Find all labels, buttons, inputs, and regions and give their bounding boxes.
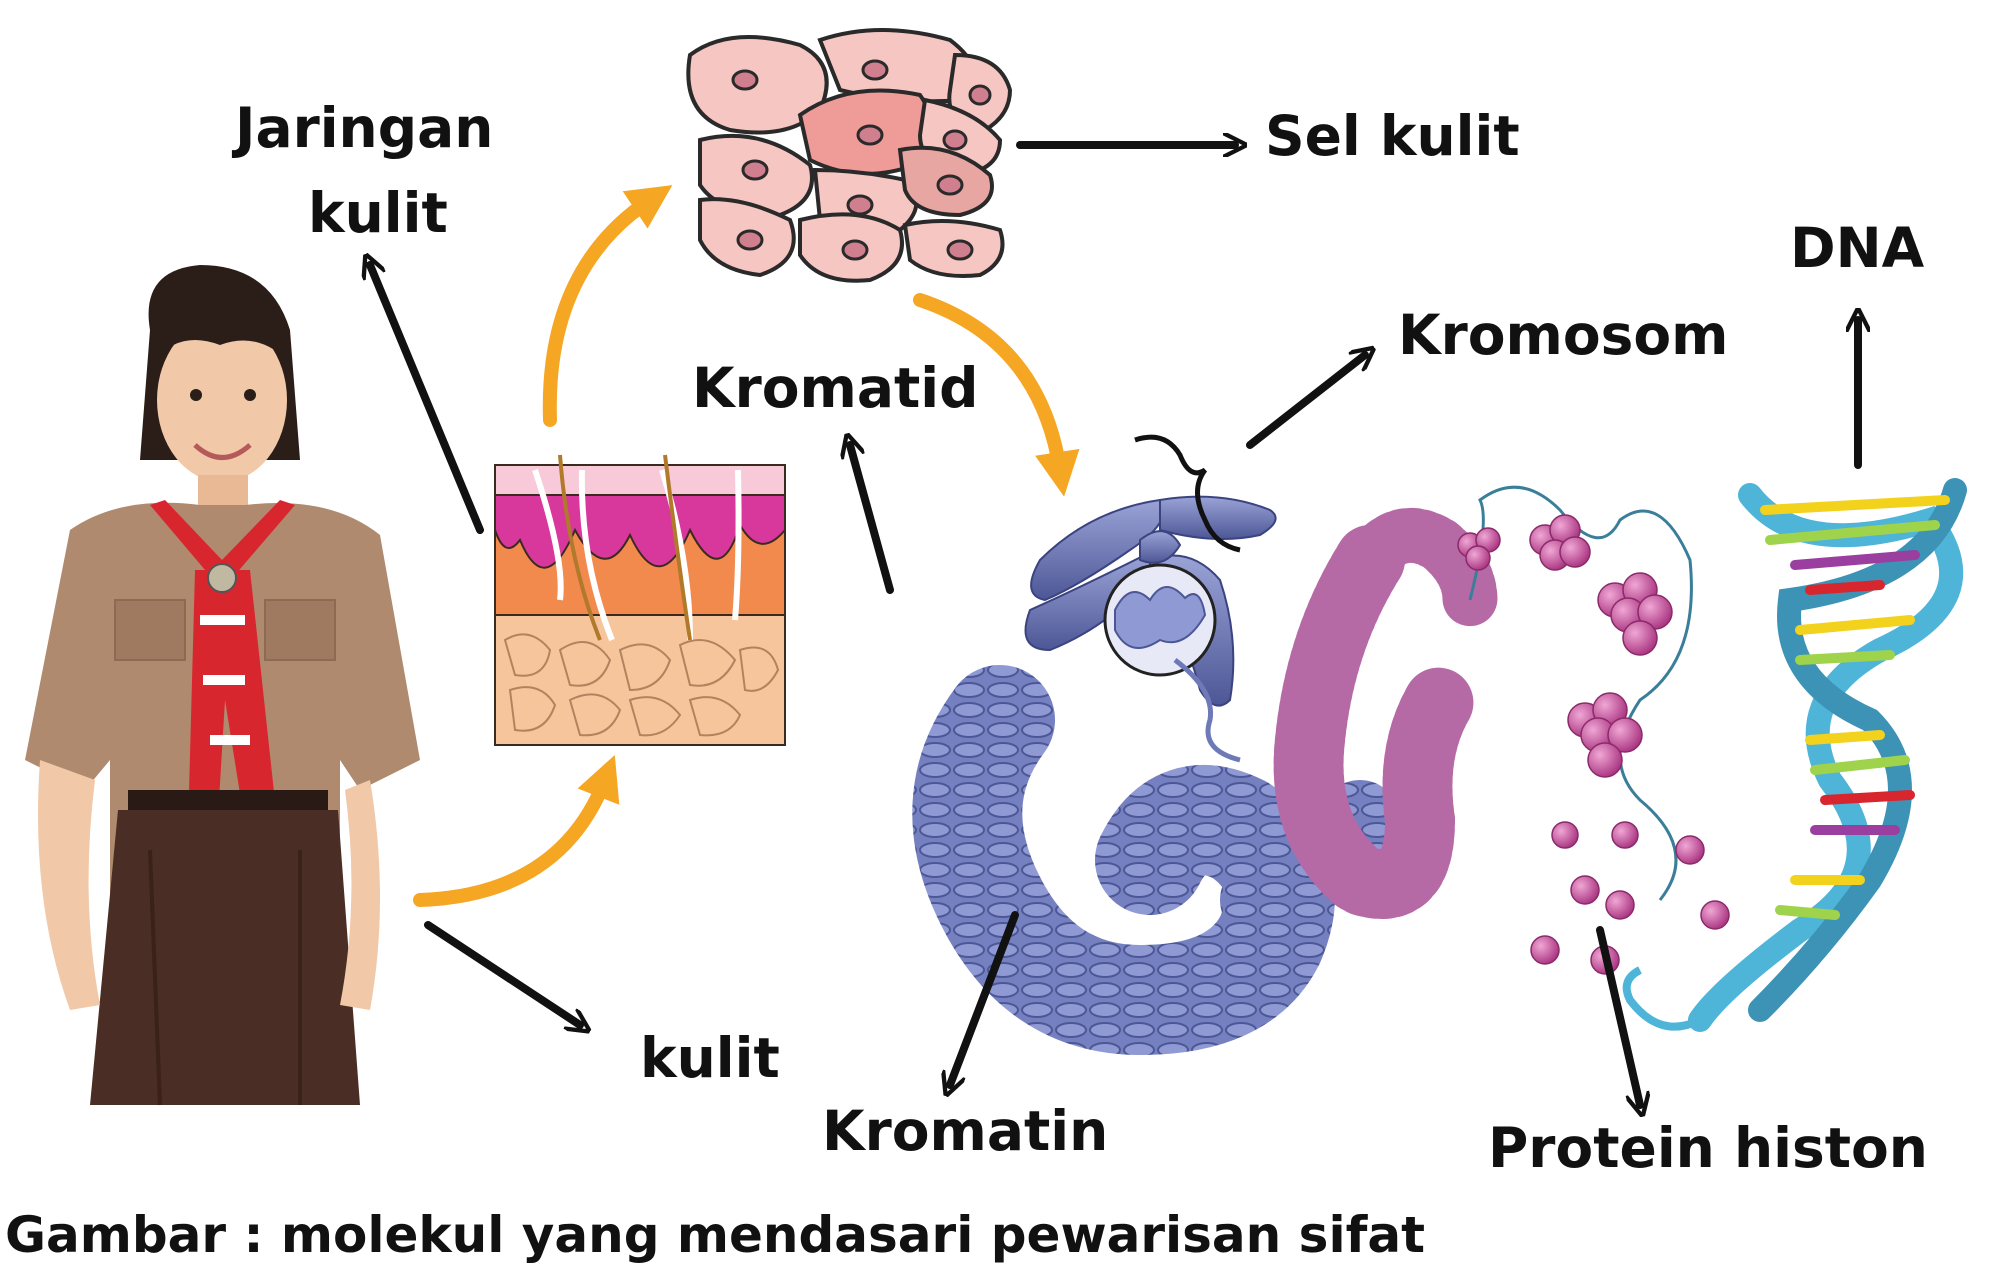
arrow-to-protein-histon — [1600, 930, 1640, 1105]
skin-tissue-illustration — [495, 455, 785, 745]
arrow-to-jaringan-kulit — [370, 265, 480, 530]
arrow-to-kulit — [428, 925, 580, 1025]
skin-cells-illustration — [688, 30, 1010, 281]
label-kromatin: Kromatin — [822, 1098, 1108, 1164]
label-jaringan-line1: Jaringan — [235, 95, 493, 161]
label-kromatid: Kromatid — [692, 355, 978, 421]
figure-caption: Gambar : molekul yang mendasari pewarisa… — [5, 1205, 1425, 1265]
label-dna: DNA — [1790, 215, 1924, 281]
arrow-to-kromatid — [850, 445, 890, 590]
label-jaringan-line2: kulit — [308, 180, 448, 246]
flow-arrow-person-to-tissue — [420, 780, 605, 900]
student-figure — [25, 265, 420, 1105]
label-kromosom: Kromosom — [1398, 302, 1728, 368]
dna-helix-illustration — [1627, 490, 1955, 1027]
arrow-to-kromosom — [1250, 355, 1365, 445]
label-kulit: kulit — [640, 1025, 780, 1091]
histone-clusters — [1458, 515, 1729, 974]
label-protein-histon: Protein histon — [1488, 1115, 1928, 1181]
label-sel-kulit: Sel kulit — [1265, 103, 1520, 169]
flow-arrow-tissue-to-cells — [550, 200, 650, 420]
